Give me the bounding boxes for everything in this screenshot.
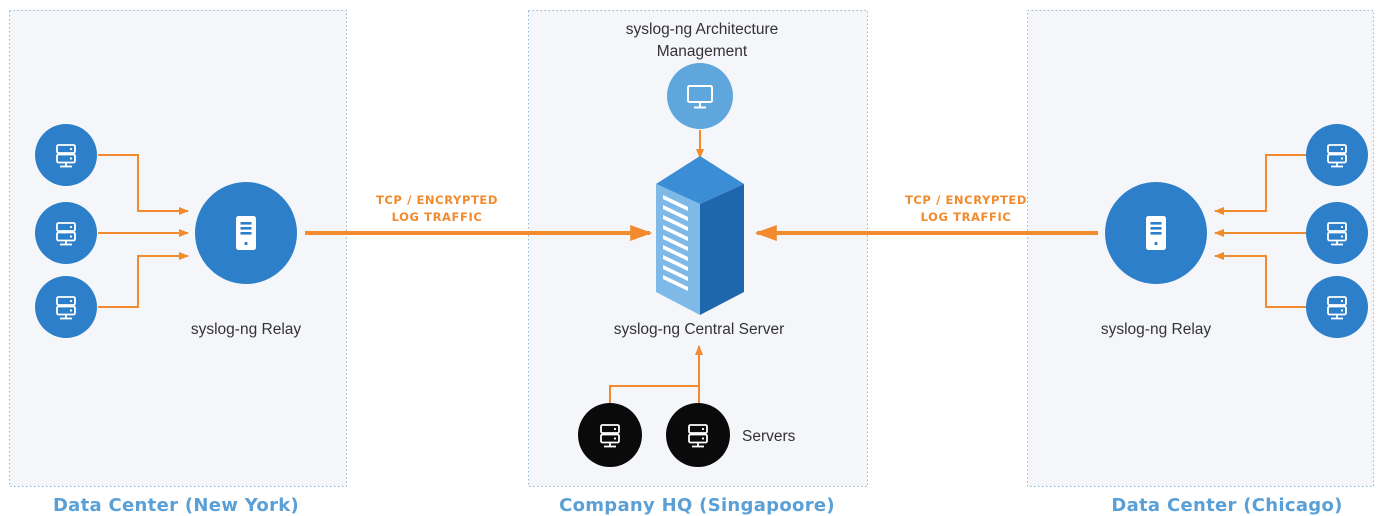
ny-relay-label: syslog-ng Relay [191,321,302,338]
region-label-singapore: Company HQ (Singapoore) [559,495,835,516]
management-label-line2: Management [657,43,748,60]
hq-server-2 [666,403,730,467]
ny-client-server-3 [35,276,97,338]
servers-label: Servers [742,428,796,445]
server-rack-icon [663,195,688,291]
right-client-connectors [1214,154,1306,308]
chicago-client-server-2 [1306,202,1368,264]
chicago-relay-node [1105,182,1207,284]
servers-connector [609,345,703,404]
server-tower-icon [236,216,256,250]
ny-client-server-2 [35,202,97,264]
management-node [667,63,733,129]
right-traffic-label-line1: TCP / ENCRYPTED [905,193,1027,207]
monitor-icon [687,85,713,109]
hq-server-1 [578,403,642,467]
central-server-label: syslog-ng Central Server [614,321,785,338]
region-label-new-york: Data Center (New York) [53,495,299,516]
chicago-client-server-1 [1306,124,1368,186]
chicago-relay-label: syslog-ng Relay [1101,321,1212,338]
left-traffic-label-line1: TCP / ENCRYPTED [376,193,498,207]
server-tower-icon [1146,216,1166,250]
ny-relay-node [195,182,297,284]
left-client-connectors [98,154,189,308]
ny-client-server-1 [35,124,97,186]
right-traffic-label-line2: LOG TRAFFIC [921,210,1012,224]
left-traffic-label-line2: LOG TRAFFIC [392,210,483,224]
region-label-chicago: Data Center (Chicago) [1111,495,1342,516]
management-label-line1: syslog-ng Architecture [626,21,779,38]
central-server-rack [656,156,744,315]
chicago-client-server-3 [1306,276,1368,338]
